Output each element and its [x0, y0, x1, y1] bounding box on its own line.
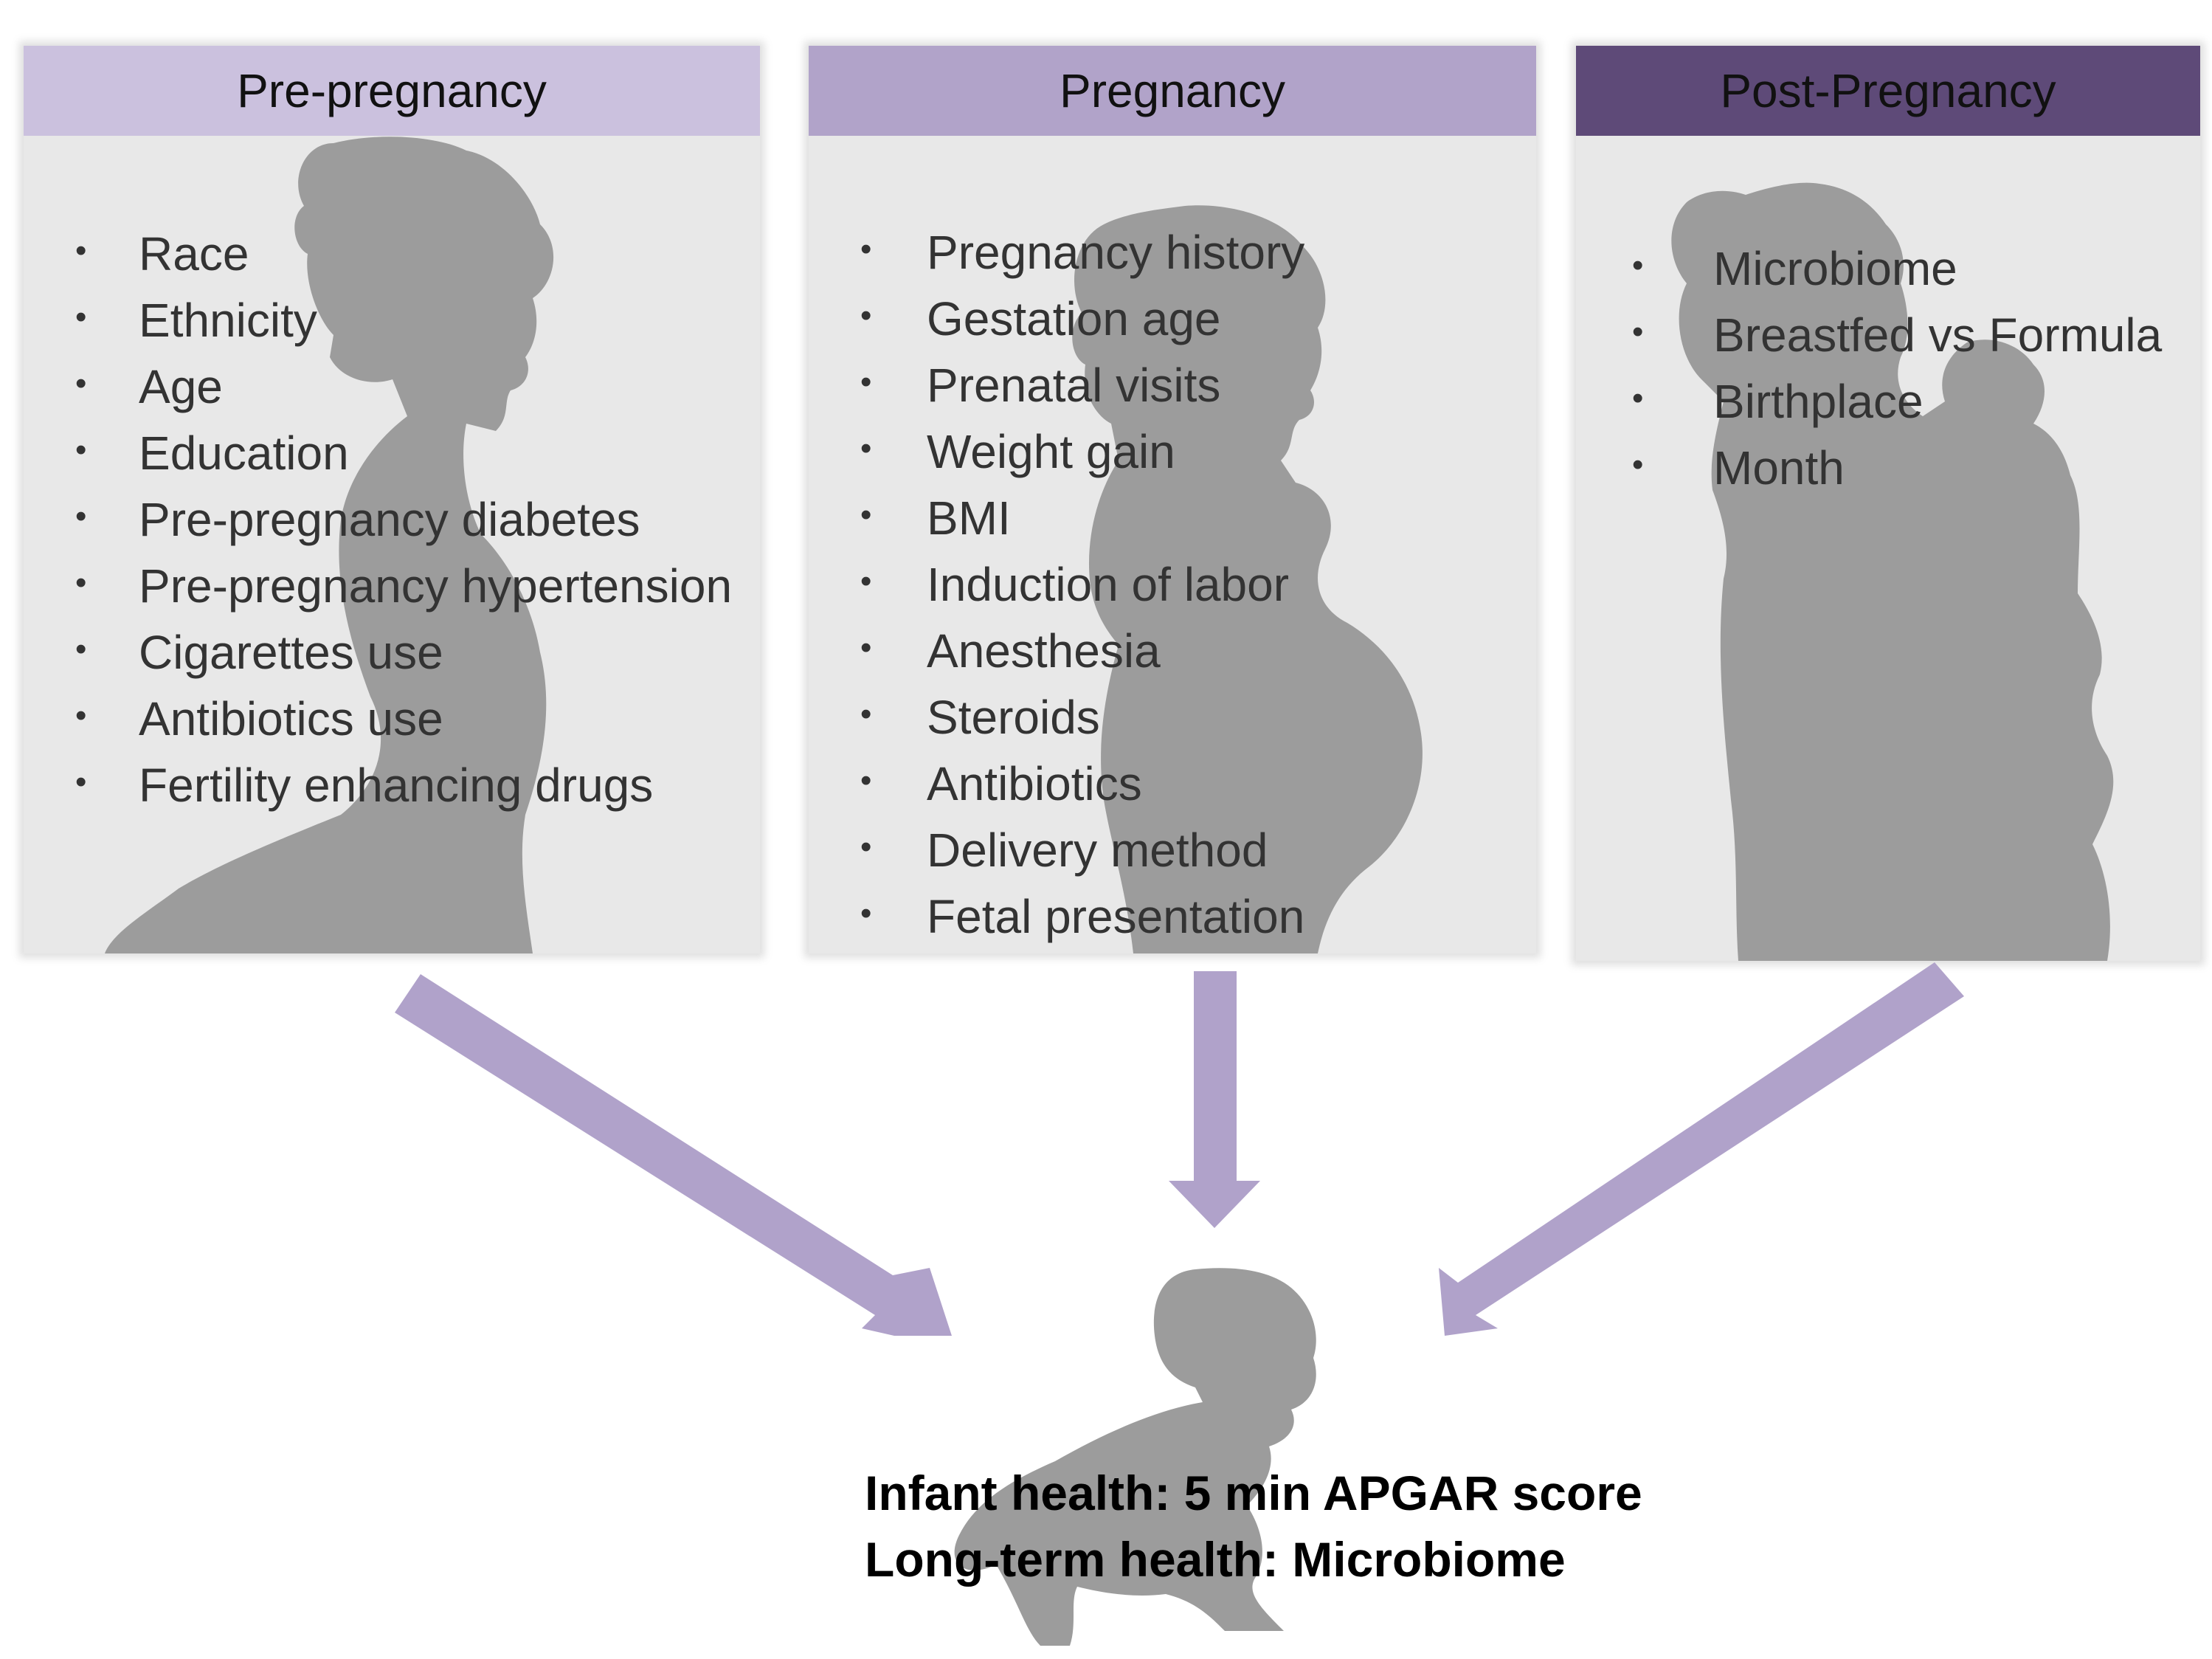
baby-silhouette-icon — [954, 1268, 1316, 1646]
bullet-icon: • — [860, 630, 872, 666]
bullet-icon: • — [1632, 314, 1644, 350]
list-item: •Breastfed vs Formula — [1632, 308, 2163, 362]
list-item: •Pregnancy history — [860, 226, 1305, 279]
post-pregnancy-title: Post-Pregnancy — [1720, 64, 2056, 117]
pregnant-woman-silhouette-icon — [809, 136, 1536, 953]
bullet-icon: • — [1632, 380, 1644, 416]
list-item: •Antibiotics — [860, 757, 1142, 810]
list-item: •Anesthesia — [860, 624, 1161, 677]
list-item: •Ethnicity — [75, 294, 317, 347]
bullet-icon: • — [860, 430, 872, 466]
pregnancy-panel: Pregnancy •Pregnancy history •Gestation … — [809, 46, 1536, 953]
list-item: •Steroids — [860, 691, 1100, 744]
list-item: •Weight gain — [860, 425, 1175, 478]
bullet-icon: • — [75, 697, 87, 734]
list-item: •BMI — [860, 492, 1011, 545]
post-pregnancy-header: Post-Pregnancy — [1576, 46, 2200, 136]
woman-silhouette-icon — [24, 136, 760, 953]
post-pregnancy-list: •Microbiome •Breastfed vs Formula •Birth… — [1610, 245, 2162, 511]
bullet-icon: • — [1632, 446, 1644, 483]
list-item: •Age — [75, 360, 223, 413]
list-item: •Delivery method — [860, 824, 1268, 877]
bullet-icon: • — [860, 895, 872, 931]
bullet-icon: • — [860, 696, 872, 732]
bullet-icon: • — [860, 762, 872, 799]
list-item: •Month — [1632, 441, 1845, 494]
center-arrow-icon — [1169, 971, 1260, 1228]
list-item: •Race — [75, 227, 249, 280]
list-item: •Antibiotics use — [75, 692, 443, 745]
list-item: •Pre-pregnancy hypertension — [75, 559, 733, 613]
right-arrow-icon — [1439, 962, 1964, 1336]
outcome-infant-health: Infant health: 5 min APGAR score — [865, 1466, 1642, 1520]
bullet-icon: • — [1632, 247, 1644, 283]
bullet-icon: • — [75, 299, 87, 335]
bullet-icon: • — [75, 764, 87, 800]
bullet-icon: • — [860, 231, 872, 267]
bullet-icon: • — [860, 297, 872, 334]
left-arrow-icon — [395, 974, 952, 1336]
bullet-icon: • — [75, 631, 87, 667]
bullet-icon: • — [860, 364, 872, 400]
list-item: •Education — [75, 427, 349, 480]
bullet-icon: • — [860, 563, 872, 599]
bullet-icon: • — [860, 497, 872, 533]
pregnancy-title: Pregnancy — [1060, 64, 1285, 117]
bullet-icon: • — [860, 829, 872, 865]
list-item: •Gestation age — [860, 292, 1221, 345]
list-item: •Induction of labor — [860, 558, 1289, 611]
list-item: •Cigarettes use — [75, 626, 443, 679]
pre-pregnancy-title: Pre-pregnancy — [237, 64, 547, 117]
list-item: •Fetal presentation — [860, 890, 1305, 943]
post-pregnancy-panel: Post-Pregnancy •Microbiome •Breastfed vs… — [1576, 46, 2200, 961]
list-item: •Pre-pregnancy diabetes — [75, 493, 640, 546]
pre-pregnancy-header: Pre-pregnancy — [24, 46, 760, 136]
list-item: •Microbiome — [1632, 242, 1957, 295]
mother-with-baby-silhouette-icon — [1576, 136, 2200, 961]
list-item: •Prenatal visits — [860, 359, 1221, 412]
pre-pregnancy-list: •Race •Ethnicity •Age •Education •Pre-pr… — [53, 230, 732, 828]
bullet-icon: • — [75, 498, 87, 534]
pregnancy-header: Pregnancy — [809, 46, 1536, 136]
bullet-icon: • — [75, 432, 87, 468]
pregnancy-list: •Pregnancy history •Gestation age •Prena… — [838, 229, 1304, 959]
bullet-icon: • — [75, 565, 87, 601]
bullet-icon: • — [75, 365, 87, 401]
list-item: •Birthplace — [1632, 375, 1924, 428]
pre-pregnancy-panel: Pre-pregnancy •Race •Ethnicity •Age •Edu… — [24, 46, 760, 953]
bullet-icon: • — [75, 232, 87, 269]
outcome-long-term-health: Long-term health: Microbiome — [865, 1532, 1566, 1587]
list-item: •Fertility enhancing drugs — [75, 759, 654, 812]
